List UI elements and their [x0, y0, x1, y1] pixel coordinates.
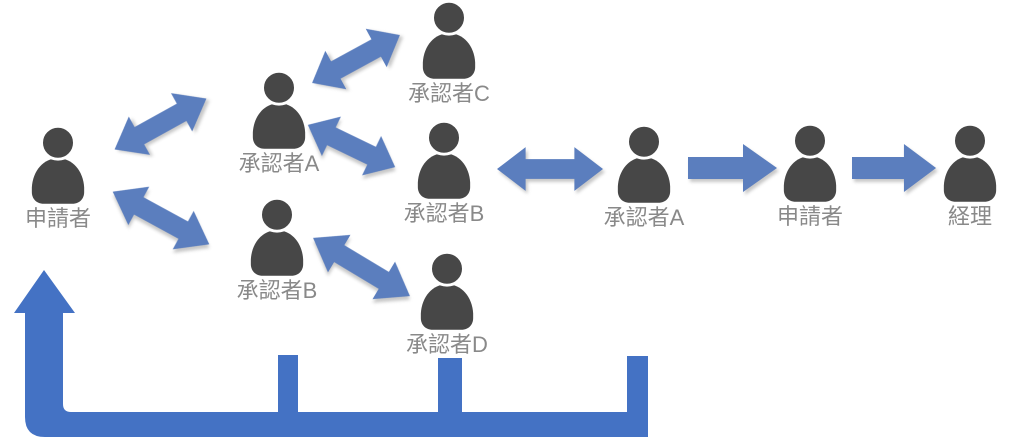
person-icon	[617, 126, 671, 203]
person-label: 承認者A	[603, 205, 685, 230]
return-arrow-icon	[14, 270, 648, 437]
right-arrow-icon	[688, 144, 777, 192]
right-arrow-icon	[852, 144, 937, 192]
double-arrow-icon	[313, 234, 410, 300]
person-label: 承認者A	[238, 151, 320, 176]
person-icon	[943, 125, 997, 202]
person-approver-b-lower: 承認者B	[227, 199, 327, 303]
arrow-approverB-approverA-right	[497, 145, 603, 193]
person-approver-a-right: 承認者A	[594, 126, 694, 230]
person-icon	[420, 253, 474, 330]
arrow-applicant-accounting	[852, 143, 937, 193]
person-icon	[422, 2, 476, 79]
person-label: 承認者D	[406, 332, 488, 357]
person-label: 経理	[947, 204, 992, 229]
person-icon	[250, 199, 304, 276]
arrow-applicant-approverB	[101, 171, 221, 266]
double-arrow-icon	[312, 28, 400, 90]
arrow-approverA-applicant-right	[688, 143, 778, 193]
double-arrow-icon	[114, 93, 207, 155]
double-arrow-icon	[497, 147, 603, 191]
person-approver-c-top: 承認者C	[399, 2, 499, 106]
person-icon	[417, 122, 471, 199]
person-icon	[252, 72, 306, 149]
person-approver-b-mid: 承認者B	[394, 122, 494, 226]
arrow-approverA-approverB	[297, 103, 405, 188]
person-label: 承認者B	[236, 278, 318, 303]
double-arrow-icon	[112, 186, 210, 250]
person-icon	[783, 125, 837, 202]
person-approver-a-mid: 承認者A	[229, 72, 329, 176]
person-label: 承認者B	[403, 201, 485, 226]
arrow-applicant-approverA	[103, 78, 218, 171]
person-accounting: 経理	[920, 125, 1020, 229]
person-label: 申請者	[24, 206, 91, 231]
arrow-approverB-approverD	[301, 217, 423, 316]
arrow-approverA-approverC	[301, 14, 412, 104]
person-label: 申請者	[776, 204, 843, 229]
person-applicant-left: 申請者	[8, 127, 108, 231]
person-label: 承認者C	[408, 81, 490, 106]
person-applicant-right: 申請者	[760, 125, 860, 229]
person-icon	[31, 127, 85, 204]
person-approver-d-bottom: 承認者D	[397, 253, 497, 357]
double-arrow-icon	[307, 116, 396, 176]
